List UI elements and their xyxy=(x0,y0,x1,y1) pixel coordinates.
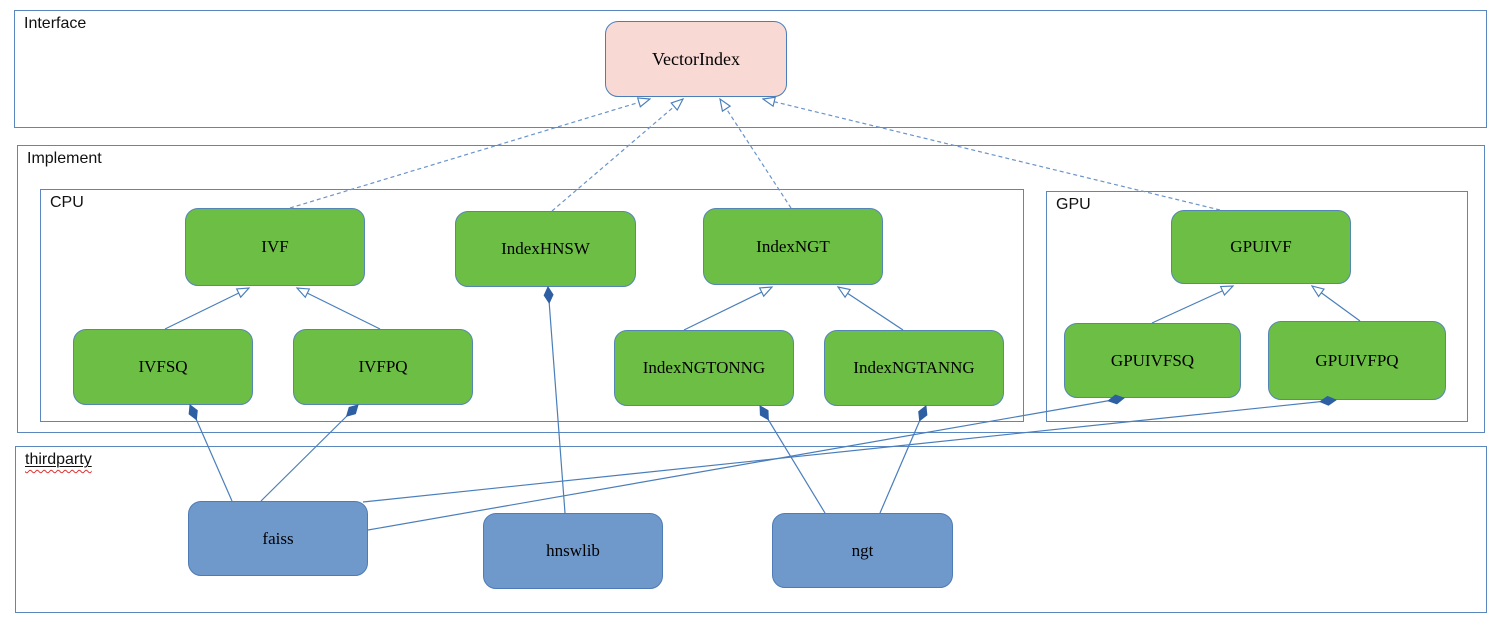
node-ngt: ngt xyxy=(772,513,953,588)
node-indexhnsw-label: IndexHNSW xyxy=(501,239,590,258)
node-indexngtanng: IndexNGTANNG xyxy=(824,330,1004,406)
node-gpuivfpq: GPUIVFPQ xyxy=(1268,321,1446,400)
implement-label: Implement xyxy=(27,150,102,167)
node-gpuivfsq: GPUIVFSQ xyxy=(1064,323,1241,398)
interface-label: Interface xyxy=(24,15,87,32)
node-gpuivf-label: GPUIVF xyxy=(1230,237,1292,256)
node-ivf-label: IVF xyxy=(261,237,289,256)
node-indexngtonng-label: IndexNGTONNG xyxy=(642,358,766,377)
node-vectorindex: VectorIndex xyxy=(605,21,787,97)
node-faiss: faiss xyxy=(188,501,368,576)
node-gpuivf: GPUIVF xyxy=(1171,210,1351,284)
node-ivf: IVF xyxy=(185,208,365,286)
node-ivfsq: IVFSQ xyxy=(73,329,253,405)
node-ngt-label: ngt xyxy=(851,540,874,560)
node-ivfpq-label: IVFPQ xyxy=(358,357,408,376)
cpu-label: CPU xyxy=(50,194,84,211)
node-ivfsq-label: IVFSQ xyxy=(138,357,188,376)
node-ivfpq: IVFPQ xyxy=(293,329,473,405)
node-indexngtonng: IndexNGTONNG xyxy=(614,330,794,406)
gpu-label: GPU xyxy=(1056,196,1091,213)
spellcheck-wavy-underline: thirdparty xyxy=(25,451,92,468)
node-hnswlib-label: hnswlib xyxy=(546,541,600,560)
node-indexngt-label: IndexNGT xyxy=(756,236,830,256)
node-hnswlib: hnswlib xyxy=(483,513,663,589)
thirdparty-label: thirdparty xyxy=(25,451,92,469)
node-gpuivfsq-label: GPUIVFSQ xyxy=(1110,350,1195,370)
node-indexngt: IndexNGT xyxy=(703,208,883,285)
node-indexngtanng-label: IndexNGTANNG xyxy=(853,358,975,377)
node-gpuivfpq-label: GPUIVFPQ xyxy=(1315,350,1399,370)
node-faiss-label: faiss xyxy=(262,528,294,548)
node-indexhnsw: IndexHNSW xyxy=(455,211,636,287)
node-vectorindex-label: VectorIndex xyxy=(652,48,740,69)
